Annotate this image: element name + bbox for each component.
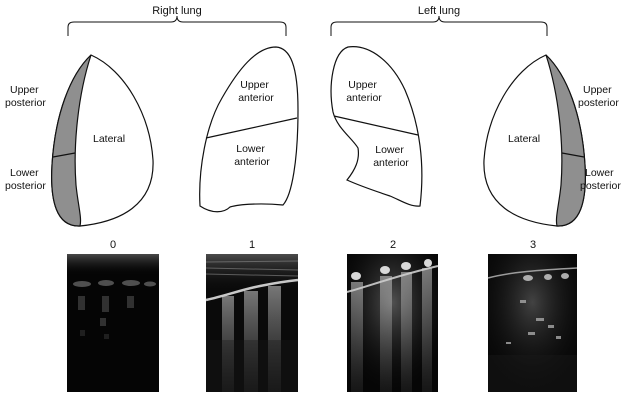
- right-lower-posterior-label-1: Lower: [10, 167, 39, 179]
- left-lower-posterior-label-1: Lower: [585, 167, 614, 179]
- left-posterior-shaded-zone: [545, 54, 586, 227]
- left-anterior-outline: [330, 46, 423, 207]
- right-lung-label: Right lung: [152, 5, 202, 17]
- svg-text:Upper anterior: Upper anterior: [346, 79, 382, 104]
- score-label-0: 0: [110, 239, 116, 251]
- svg-text:Lower posterior: Lower posterior: [5, 167, 46, 192]
- svg-text:Upper posterior: Upper posterior: [578, 84, 619, 109]
- ultrasound-image-0: [67, 254, 159, 392]
- ultrasound-image-3: [487, 254, 578, 392]
- right-anterior-diagram: Upper anterior Lower anterior: [199, 46, 299, 213]
- left-posterior-divider: [561, 152, 585, 158]
- right-lower-posterior-label-2: posterior: [5, 180, 46, 192]
- svg-text:Upper anterior: Upper anterior: [238, 79, 274, 104]
- svg-text:Lower anterior: Lower anterior: [234, 143, 270, 168]
- left-lateral-diagram: Lateral Upper posterior Lower posterior: [483, 54, 621, 227]
- score-label-1: 1: [249, 239, 255, 251]
- right-upper-anterior-label-2: anterior: [238, 92, 274, 104]
- left-lower-anterior-label-2: anterior: [373, 157, 409, 169]
- score-label-3: 3: [530, 239, 536, 251]
- left-upper-anterior-label-2: anterior: [346, 92, 382, 104]
- right-lung-brace: [67, 15, 287, 36]
- right-anterior-outline: [199, 46, 299, 213]
- right-posterior-shaded-zone: [51, 54, 92, 227]
- svg-text:Lower posterior: Lower posterior: [580, 167, 621, 192]
- right-upper-anterior-label-1: Upper: [240, 79, 269, 91]
- left-anterior-diagram: Upper anterior Lower anterior: [330, 46, 423, 207]
- left-upper-posterior-label-2: posterior: [578, 97, 619, 109]
- left-lower-anterior-label-1: Lower: [375, 144, 404, 156]
- right-lower-anterior-label-2: anterior: [234, 156, 270, 168]
- left-lower-posterior-label-2: posterior: [580, 180, 621, 192]
- right-upper-posterior-label-2: posterior: [5, 97, 46, 109]
- right-upper-posterior-label-1: Upper: [10, 84, 39, 96]
- ultrasound-image-1: [205, 254, 299, 392]
- right-lateral-label: Lateral: [93, 133, 125, 145]
- left-upper-posterior-label-1: Upper: [583, 84, 612, 96]
- right-lateral-diagram: Upper posterior Lateral Lower posterior: [5, 54, 154, 227]
- left-lung-label: Left lung: [418, 5, 460, 17]
- ultrasound-image-2: [346, 254, 439, 392]
- right-posterior-divider: [52, 152, 76, 158]
- svg-text:Upper posterior: Upper posterior: [5, 84, 46, 109]
- left-lung-brace: [330, 15, 548, 36]
- score-label-2: 2: [390, 239, 396, 251]
- left-upper-anterior-label-1: Upper: [348, 79, 377, 91]
- right-lower-anterior-label-1: Lower: [236, 143, 265, 155]
- svg-text:Lower anterior: Lower anterior: [373, 144, 409, 169]
- left-lateral-label: Lateral: [508, 133, 540, 145]
- right-anterior-divider: [205, 117, 298, 139]
- left-anterior-divider: [333, 115, 419, 136]
